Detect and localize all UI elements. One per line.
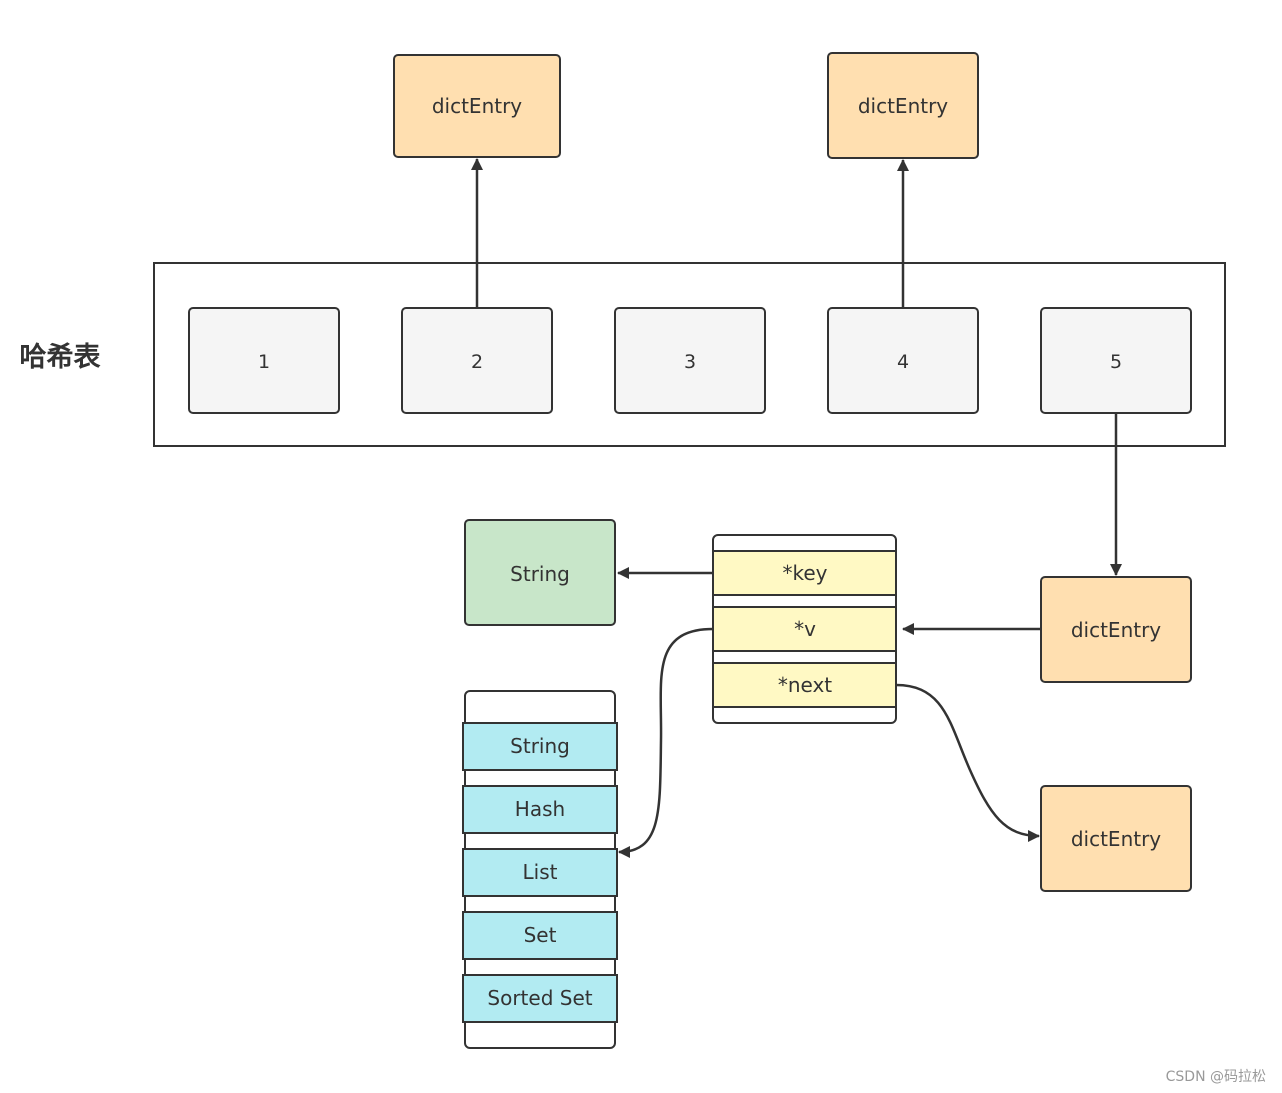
field-label: *v bbox=[794, 617, 816, 641]
field-next: *next bbox=[712, 662, 897, 708]
field-key: *key bbox=[712, 550, 897, 596]
type-hash: Hash bbox=[462, 785, 618, 834]
dict-entry-label: dictEntry bbox=[1071, 827, 1161, 851]
bucket-5: 5 bbox=[1040, 307, 1192, 414]
type-label: List bbox=[523, 860, 558, 884]
value-types-stack: String Hash List Set Sorted Set bbox=[462, 690, 618, 1049]
type-label: String bbox=[510, 734, 570, 758]
key-string-label: String bbox=[510, 562, 570, 586]
bucket-label: 5 bbox=[1110, 351, 1122, 373]
watermark: CSDN @码拉松 bbox=[1166, 1069, 1266, 1085]
bucket-4: 4 bbox=[827, 307, 979, 414]
type-label: Sorted Set bbox=[487, 986, 592, 1010]
bucket-1: 1 bbox=[188, 307, 340, 414]
field-label: *next bbox=[778, 673, 832, 697]
dict-entry-top-right: dictEntry bbox=[827, 52, 979, 159]
field-label: *key bbox=[782, 561, 827, 585]
dict-entry-next: dictEntry bbox=[1040, 785, 1192, 892]
bucket-label: 4 bbox=[897, 351, 909, 373]
bucket-label: 2 bbox=[471, 351, 483, 373]
dict-entry-label: dictEntry bbox=[1071, 618, 1161, 642]
field-v: *v bbox=[712, 606, 897, 652]
dict-entry-label: dictEntry bbox=[432, 94, 522, 118]
type-list: List bbox=[462, 848, 618, 897]
key-string-object: String bbox=[464, 519, 616, 626]
type-string: String bbox=[462, 722, 618, 771]
dict-entry-label: dictEntry bbox=[858, 94, 948, 118]
arrow-next-to-entry bbox=[895, 683, 1040, 842]
arrow-v-to-list bbox=[618, 627, 714, 858]
hash-table-title: 哈希表 bbox=[20, 342, 101, 373]
dict-entry-bucket5: dictEntry bbox=[1040, 576, 1192, 683]
type-label: Set bbox=[524, 923, 557, 947]
dict-entry-top-left: dictEntry bbox=[393, 54, 561, 158]
bucket-3: 3 bbox=[614, 307, 766, 414]
type-sorted-set: Sorted Set bbox=[462, 974, 618, 1023]
bucket-label: 3 bbox=[684, 351, 696, 373]
entry-struct: *key *v *next bbox=[712, 534, 897, 724]
bucket-label: 1 bbox=[258, 351, 270, 373]
type-set: Set bbox=[462, 911, 618, 960]
type-label: Hash bbox=[515, 797, 565, 821]
bucket-2: 2 bbox=[401, 307, 553, 414]
